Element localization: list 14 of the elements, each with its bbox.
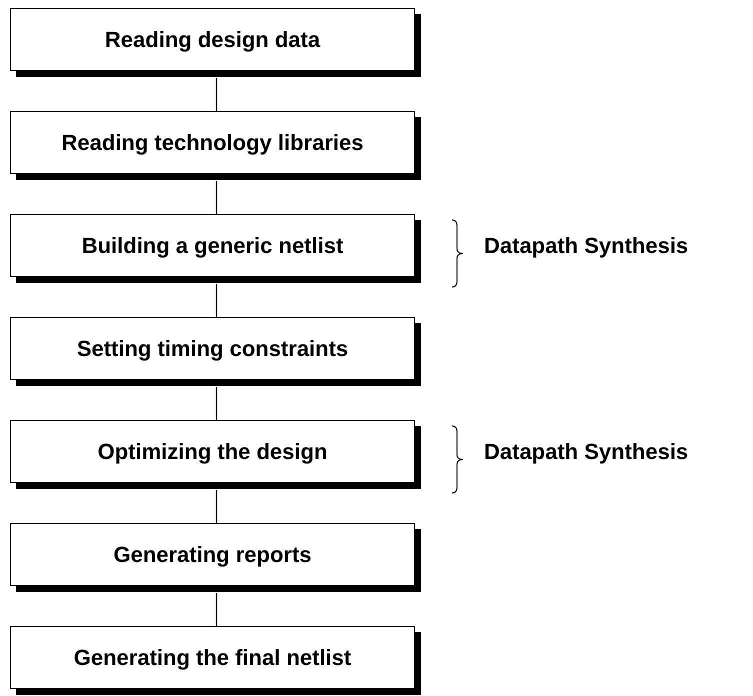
step-label: Generating the final netlist: [74, 644, 352, 672]
side-note: Datapath Synthesis: [484, 438, 688, 466]
connector-line: [216, 490, 218, 523]
step-label: Reading design data: [104, 26, 320, 54]
connector-line: [216, 387, 218, 420]
step-label: Building a generic netlist: [82, 232, 344, 260]
step-label: Generating reports: [113, 540, 312, 568]
step-label: Reading technology libraries: [62, 128, 364, 156]
side-note: Datapath Synthesis: [484, 232, 688, 260]
connector-line: [216, 284, 218, 317]
connector-line: [216, 593, 218, 626]
step-label: Optimizing the design: [98, 438, 328, 466]
connector-line: [216, 181, 218, 214]
step-label: Setting timing constraints: [76, 334, 348, 362]
